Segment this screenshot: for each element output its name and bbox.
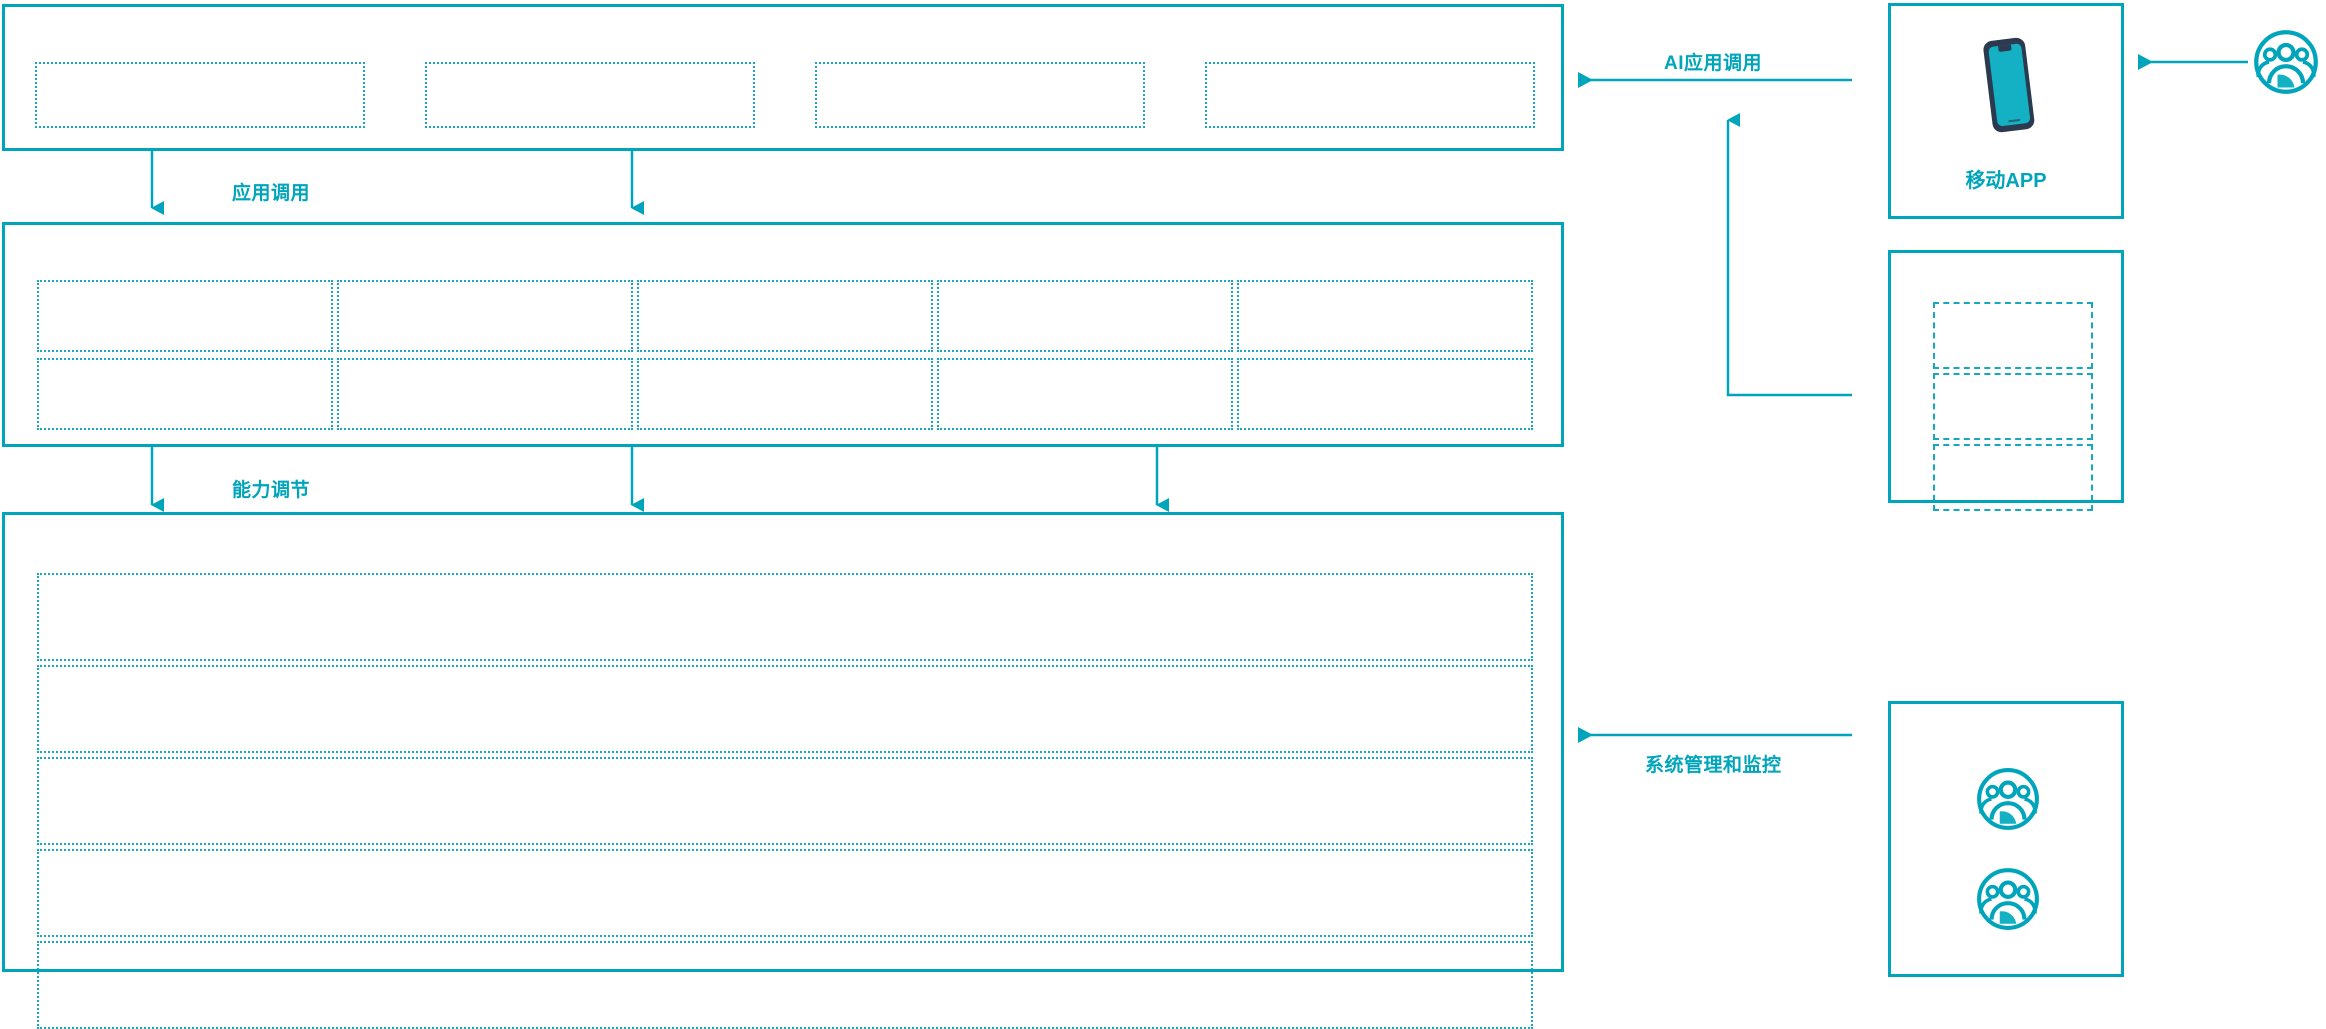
platform-layer-row-5[interactable] <box>37 941 1533 1029</box>
mobile-app-caption: 移动APP <box>1965 170 2047 192</box>
platform-layer-row-3[interactable] <box>37 757 1533 845</box>
capability-layer-box-4[interactable] <box>937 280 1233 352</box>
architecture-diagram: 应用调用 <box>2 3 2320 1029</box>
capability-layer-box-1[interactable] <box>37 280 333 352</box>
application-layer-box-3[interactable] <box>815 62 1145 128</box>
capability-layer-box-5[interactable] <box>1237 280 1533 352</box>
channel-panel <box>1888 250 2124 511</box>
capability-layer-box-10[interactable] <box>1237 358 1533 430</box>
application-layer-box-1[interactable] <box>35 62 365 128</box>
smartphone-icon <box>1967 34 2051 138</box>
connector-label-ai-app-call: AI应用调用 <box>1664 53 1763 74</box>
platform-layer-panel <box>2 512 1564 1029</box>
connector-label-app-call: 应用调用 <box>232 183 311 204</box>
capability-layer-box-2[interactable] <box>337 280 633 352</box>
platform-layer-row-2[interactable] <box>37 665 1533 753</box>
capability-layer-box-8[interactable] <box>637 358 933 430</box>
platform-layer-row-1[interactable] <box>37 573 1533 661</box>
channel-panel-box-3[interactable] <box>1933 444 2093 511</box>
mobile-app-panel: 移动APP <box>1888 3 2124 219</box>
application-layer-box-4[interactable] <box>1205 62 1535 128</box>
arrow-channel-riser <box>1726 113 1852 397</box>
capability-layer-box-9[interactable] <box>937 358 1233 430</box>
capability-layer-box-6[interactable] <box>37 358 333 430</box>
capability-layer-box-3[interactable] <box>637 280 933 352</box>
platform-layer-row-4[interactable] <box>37 849 1533 937</box>
channel-panel-box-2[interactable] <box>1933 373 2093 440</box>
user-group-icon-operations-1 <box>1975 766 2041 832</box>
capability-layer-panel <box>2 222 1564 447</box>
connector-label-sys-admin-call: 系统管理和监控 <box>1645 755 1782 776</box>
application-layer-panel <box>2 4 1564 151</box>
capability-layer-box-7[interactable] <box>337 358 633 430</box>
operations-panel <box>1888 701 2124 977</box>
channel-panel-box-1[interactable] <box>1933 302 2093 369</box>
connector-label-capability-call: 能力调节 <box>232 480 311 501</box>
application-layer-box-2[interactable] <box>425 62 755 128</box>
user-group-icon-operations-2 <box>1975 866 2041 932</box>
user-group-icon-end-user <box>2252 28 2320 96</box>
